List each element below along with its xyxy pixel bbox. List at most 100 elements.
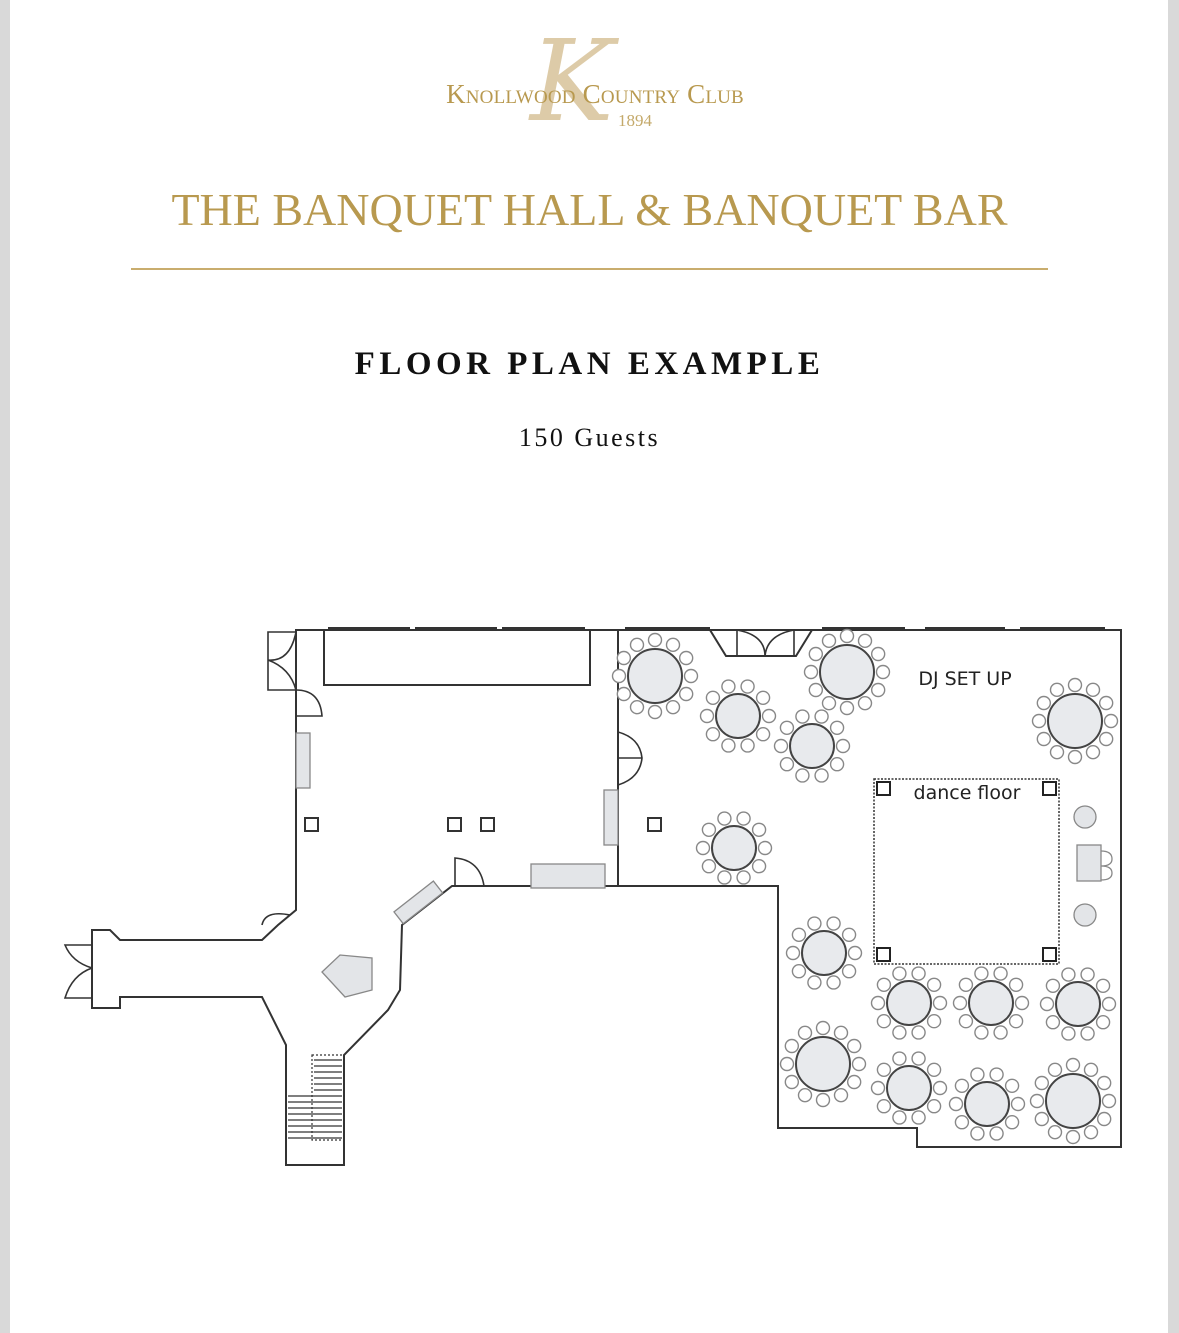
chair: [1061, 967, 1076, 982]
chair: [829, 720, 845, 735]
chair: [932, 995, 948, 1011]
chair: [826, 975, 841, 990]
chair: [736, 870, 751, 885]
chair: [870, 682, 886, 698]
chair: [892, 966, 907, 981]
chair: [993, 966, 1008, 981]
chair: [647, 632, 663, 648]
chair: [829, 757, 845, 772]
chair: [757, 840, 773, 856]
chair: [791, 927, 807, 942]
chair: [974, 966, 989, 981]
logo-year: 1894: [618, 111, 652, 130]
chair: [1008, 1014, 1024, 1029]
chair: [857, 633, 873, 649]
chair: [1101, 996, 1117, 1012]
chair: [892, 1025, 907, 1040]
chair: [779, 757, 795, 772]
chair: [1036, 695, 1052, 711]
chair: [1095, 1015, 1111, 1030]
title-divider: [131, 268, 1048, 270]
chair: [779, 1056, 795, 1072]
tables: [611, 628, 1119, 1145]
chair: [751, 822, 767, 837]
chair: [1008, 977, 1024, 992]
round-table: [779, 1020, 867, 1108]
chair: [989, 1126, 1004, 1141]
chair: [970, 1067, 985, 1082]
chair: [839, 628, 855, 644]
chair: [1098, 695, 1114, 711]
chair: [1045, 978, 1061, 993]
staircase: [288, 1059, 342, 1139]
guest-count: 150 Guests: [518, 423, 661, 452]
chair: [892, 1110, 907, 1125]
table-top: [819, 644, 875, 700]
chair: [740, 679, 755, 694]
chair: [791, 964, 807, 979]
chair: [814, 768, 829, 783]
chair: [705, 690, 721, 705]
chair: [1014, 995, 1030, 1011]
round-table: [773, 709, 851, 783]
chair: [974, 1025, 989, 1040]
logo-monogram: K: [530, 17, 614, 147]
chair: [701, 822, 717, 837]
chair: [1045, 1015, 1061, 1030]
chair: [926, 977, 942, 992]
chair: [1095, 978, 1111, 993]
chair: [821, 695, 837, 711]
page-title: THE BANQUET HALL & BANQUET BAR: [171, 184, 1008, 235]
chair: [616, 686, 632, 702]
chair: [807, 975, 822, 990]
chair: [665, 699, 681, 715]
chair: [1096, 1075, 1112, 1091]
chair: [846, 1074, 862, 1090]
walls: [63, 627, 1122, 1166]
chair: [876, 1062, 892, 1077]
chair: [611, 668, 627, 684]
chair: [795, 709, 810, 724]
chair: [876, 1014, 892, 1029]
chair: [841, 927, 857, 942]
chair: [851, 1056, 867, 1072]
chair: [1010, 1096, 1026, 1112]
chair: [678, 650, 694, 666]
chair: [1085, 744, 1101, 760]
chair: [1080, 1026, 1095, 1041]
round-table: [1031, 677, 1119, 765]
chair: [821, 633, 837, 649]
chair: [1067, 677, 1083, 693]
chair: [870, 646, 886, 662]
chair: [1061, 1026, 1076, 1041]
chair: [797, 1025, 813, 1041]
chair: [926, 1062, 942, 1077]
round-table: [870, 1051, 948, 1125]
chair: [911, 1025, 926, 1040]
chair: [784, 1074, 800, 1090]
table-top: [801, 930, 847, 976]
table-top: [789, 723, 835, 769]
table-top: [715, 693, 761, 739]
chair: [1096, 1111, 1112, 1127]
chair: [870, 1080, 886, 1096]
chair: [678, 686, 694, 702]
chair: [833, 1087, 849, 1103]
chair: [1083, 1062, 1099, 1078]
chair: [779, 720, 795, 735]
chair: [795, 768, 810, 783]
chair: [784, 1038, 800, 1054]
chair: [740, 738, 755, 753]
chair: [833, 1025, 849, 1041]
chair: [1047, 1124, 1063, 1140]
chair: [1083, 1124, 1099, 1140]
chair: [835, 738, 851, 754]
chair: [911, 1110, 926, 1125]
chair: [665, 637, 681, 653]
chair: [629, 699, 645, 715]
chair: [1101, 1093, 1117, 1109]
chair: [1065, 1129, 1081, 1145]
chair: [870, 995, 886, 1011]
table-top: [968, 980, 1014, 1026]
chair: [815, 1092, 831, 1108]
